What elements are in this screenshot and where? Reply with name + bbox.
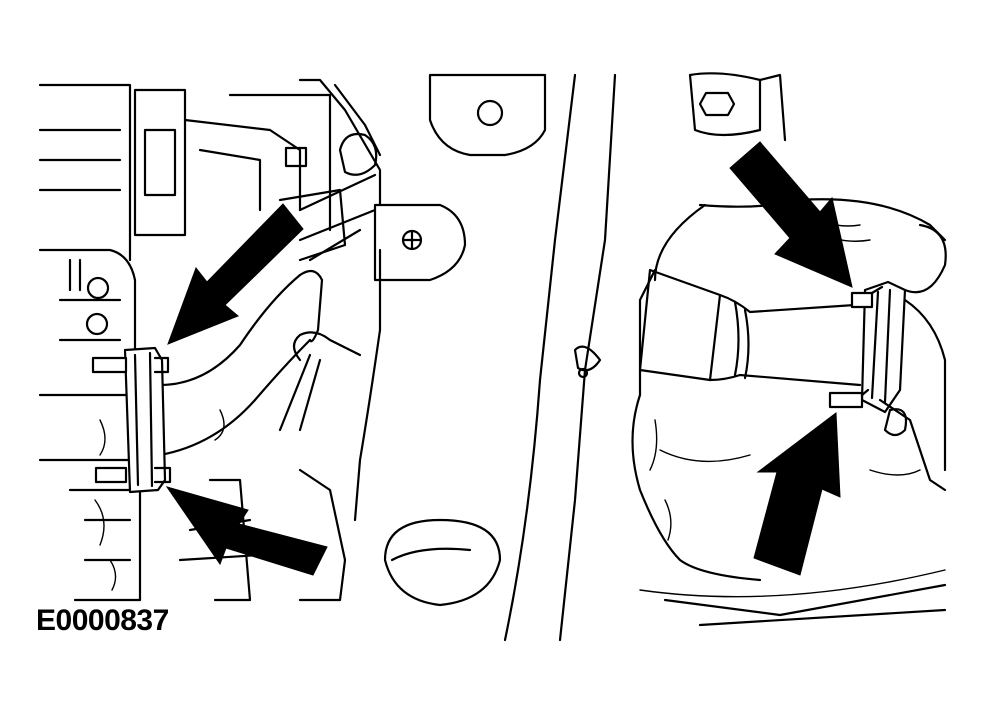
arrow-right-lower [753, 412, 841, 576]
right-panel [631, 72, 947, 627]
arrow-left-upper [167, 203, 304, 345]
figure-id-label: E0000837 [36, 604, 169, 637]
arrow-right-upper [729, 141, 853, 288]
arrow-left-lower [165, 486, 328, 576]
callout-arrows [165, 141, 853, 576]
center-structure [383, 73, 617, 642]
left-panel [38, 78, 467, 602]
